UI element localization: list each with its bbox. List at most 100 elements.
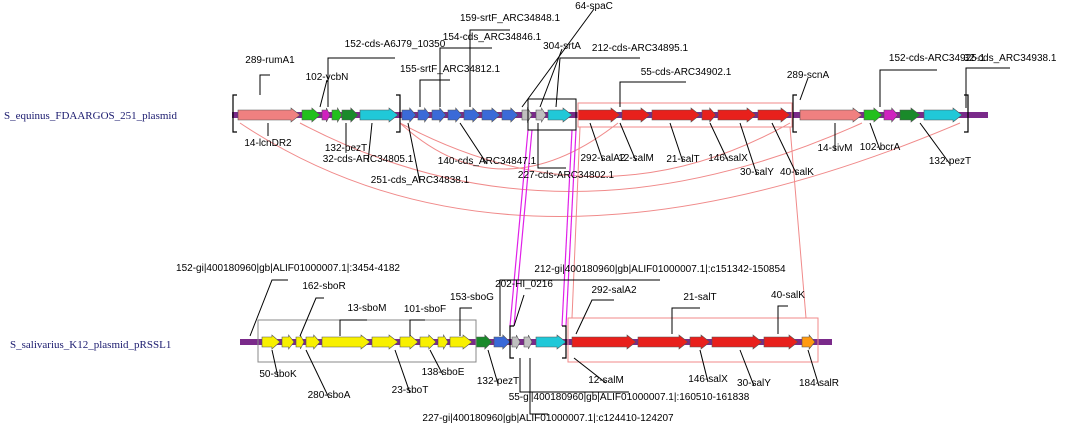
gene-arrow	[689, 334, 711, 350]
gene-label-text: 40-salK	[771, 290, 805, 301]
gene-arrow	[763, 334, 799, 350]
bracket-bottom	[509, 325, 567, 359]
gene-label-text: 30-salY	[740, 167, 774, 178]
gene-arrow	[463, 107, 481, 123]
gene-label: 289-scnA	[787, 70, 829, 101]
gene-label: 152-cds-A6J79_10350	[327, 39, 446, 107]
gene-arrow	[621, 107, 651, 123]
synteny-link	[789, 126, 807, 319]
cluster-box-top	[527, 98, 577, 131]
gene-arrow	[493, 334, 511, 350]
gene-label: 159-srtF_ARC34848.1	[460, 13, 560, 107]
gene-arrow	[437, 333, 449, 351]
gene-arrow	[301, 107, 321, 123]
leader-line	[709, 122, 729, 162]
gene-arrow	[341, 107, 359, 123]
synteny-link	[571, 126, 581, 319]
gene-arrow	[475, 334, 493, 350]
gene-label-text: 14-sivM	[817, 143, 852, 154]
gene-arrow	[281, 334, 295, 350]
gene-label-text: 102-bcrA	[860, 142, 901, 153]
gene-label-text: 132-pezT	[929, 156, 971, 167]
gene-label: 280-sboA	[305, 349, 351, 401]
gene-label-text: 155-srtF_ARC34812.1	[400, 64, 500, 75]
gene-arrow	[371, 334, 399, 350]
gene-label: 64-spaC	[521, 1, 613, 108]
gene-label: 202-HI_0216	[495, 279, 553, 327]
leader-line	[575, 299, 614, 335]
gene-label: 140-cds_ARC34847.1	[438, 122, 537, 167]
leader-line	[529, 358, 548, 415]
gene-label-text: 140-cds_ARC34847.1	[438, 156, 537, 167]
gene-label: 21-salT	[666, 122, 700, 165]
gene-arrow	[863, 107, 883, 123]
gene-arrow	[801, 334, 816, 350]
gene-label: 152-cds-ARC34925.1	[879, 53, 986, 107]
gene-label-text: 153-sboG	[450, 292, 494, 303]
gene-label: 251-cds_ARC34838.1	[371, 122, 470, 186]
gene-label: 292-salA2	[575, 285, 637, 335]
gene-label-text: 280-sboA	[308, 390, 351, 401]
leader-line	[459, 307, 472, 336]
gene-label-text: 227-gi|400180960|gb|ALIF01000007.1|:c124…	[422, 413, 674, 424]
gene-arrow	[401, 107, 417, 123]
gene-label-text: 12-salM	[588, 375, 624, 386]
gene-label-text: 50-sboK	[259, 369, 297, 380]
gene-label: 289-rumA1	[245, 55, 295, 95]
gene-arrow	[577, 107, 621, 123]
leader-line	[555, 57, 640, 108]
synteny-links	[239, 122, 961, 327]
gene-label-text: 55-gi|400180960|gb|ALIF01000007.1|:16051…	[509, 392, 750, 403]
gene-label: 146-salX	[688, 349, 728, 385]
gene-label: 21-salT	[671, 292, 717, 334]
leader-line	[619, 122, 637, 162]
leader-line	[777, 305, 788, 334]
gene-label-text: 152-gi|400180960|gb|ALIF01000007.1|:3454…	[176, 263, 400, 274]
gene-arrow	[651, 107, 701, 123]
gene-arrow	[447, 107, 463, 123]
leader-line	[499, 279, 660, 336]
gene-label-text: 154-cds_ARC34846.1	[443, 32, 542, 43]
gene-arrow	[501, 107, 519, 123]
gene-label: 132-pezT	[477, 349, 519, 387]
leader-line	[459, 122, 488, 165]
leader-line	[249, 279, 288, 337]
gene-label: 138-sboE	[422, 349, 465, 378]
leader-line	[339, 319, 367, 336]
leader-line	[869, 122, 881, 151]
leader-line	[419, 79, 450, 107]
gene-label-text: 292-salA2	[580, 153, 625, 164]
gene-arrow	[419, 334, 437, 350]
cluster-box-top-sal	[577, 102, 793, 128]
synteny-link	[299, 122, 863, 192]
leader-line	[739, 349, 755, 387]
gene-label: 304-srtA	[539, 41, 581, 108]
gene-label-text: 30-salY	[737, 378, 771, 389]
gene-arrow	[359, 107, 399, 123]
gene-arrow	[321, 334, 371, 350]
leader-line	[299, 297, 324, 337]
track-name-bottom: S_salivarius_K12_plasmid_pRSSL1	[10, 339, 171, 351]
cluster-box-bottom-sal	[567, 317, 819, 363]
gene-arrow	[637, 334, 689, 350]
gene-arrow	[521, 106, 533, 124]
track-name-top: S_equinus_FDAARGOS_251_plasmid	[4, 110, 177, 122]
leader-line	[537, 123, 566, 169]
leader-line	[487, 349, 499, 385]
gene-label: 12-salM	[618, 122, 654, 164]
gene-label: 40-salK	[771, 122, 814, 178]
gene-arrow	[261, 334, 281, 350]
gene-label: 227-cds-ARC34802.1	[518, 123, 615, 181]
gene-label: 162-sboR	[299, 281, 346, 337]
synteny-link	[239, 122, 961, 217]
gene-label: 132-pezT	[325, 123, 367, 154]
gene-label-text: 184-salR	[799, 378, 839, 389]
gene-arrow	[547, 107, 573, 123]
bracket-top-left	[232, 94, 401, 133]
gene-arrow	[449, 334, 473, 350]
leader-line	[319, 79, 328, 108]
leader-line	[965, 67, 1010, 108]
gene-label-text: 152-cds-A6J79_10350	[345, 39, 446, 50]
synteny-link	[513, 129, 533, 327]
gene-arrow	[321, 107, 331, 123]
